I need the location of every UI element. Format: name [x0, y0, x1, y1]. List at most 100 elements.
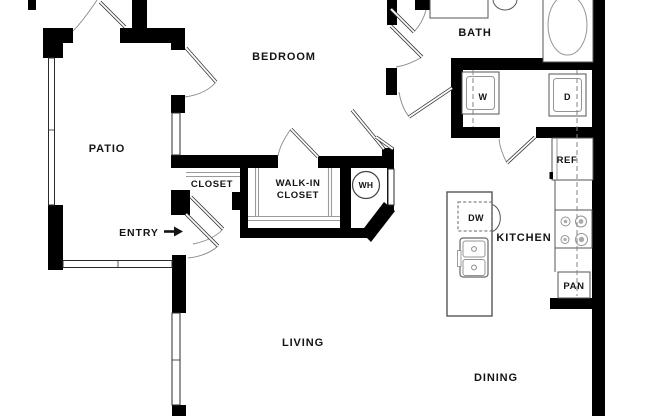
dining-label: DINING — [474, 372, 518, 384]
wall-walkin-w — [240, 157, 248, 238]
patio-label: PATIO — [89, 143, 125, 155]
bath-door-arc — [395, 56, 423, 68]
sink-bowl-bottom — [462, 259, 486, 276]
refrigerator-tick — [549, 172, 553, 179]
patio-gate-leaf — [98, 0, 127, 29]
closet-door-leaf — [189, 195, 225, 231]
walls — [28, 0, 605, 416]
wall-living-w-lower — [172, 405, 186, 416]
patio-west-window — [48, 57, 55, 206]
stove-burner — [575, 233, 588, 246]
stove-burner-dot — [563, 219, 568, 224]
island-counter-bump — [491, 203, 501, 233]
dishwasher-label: DW — [468, 213, 484, 223]
stove-burner — [560, 216, 571, 227]
laundry-door-leaf — [505, 135, 537, 165]
kitchen-label: KITCHEN — [496, 232, 551, 244]
wall-closet-sw — [171, 190, 190, 215]
pantry-label: PAN — [563, 281, 584, 292]
bath-vanity — [429, 0, 489, 19]
walkin-label-line1: WALK-IN — [276, 178, 321, 189]
bedroom-patio-window — [171, 112, 181, 156]
wall-bedroom-n-stub — [132, 0, 147, 28]
bathtub-basin — [547, 0, 588, 56]
wall-closet-n — [171, 155, 278, 168]
wall-laundry-w — [451, 58, 463, 137]
pantry-box — [557, 271, 591, 299]
closet-label: CLOSET — [191, 179, 233, 190]
wall-bath-w-upper — [387, 0, 397, 25]
wall-wh-chamfer — [361, 202, 395, 242]
wall-patio-e-tick — [171, 95, 185, 113]
walkin-label-line2: CLOSET — [277, 190, 319, 201]
washer-label: W — [479, 92, 488, 102]
wall-patio-ne — [171, 43, 185, 50]
laundry-fixtures — [461, 71, 587, 117]
sink-bowl-top — [462, 240, 486, 258]
stove-burner-dot — [578, 219, 584, 224]
wall-patio-nw-corner — [43, 28, 73, 58]
windows — [48, 57, 395, 406]
washer — [461, 71, 500, 115]
patio-south-window — [62, 260, 173, 268]
bath-fixtures — [429, 0, 594, 63]
wall-living-w-upper — [172, 255, 186, 313]
walkin-door-arc — [277, 128, 292, 157]
kitchen-fixtures — [446, 137, 594, 317]
stove-burner-dot — [563, 237, 567, 242]
refrigerator-box — [551, 137, 594, 181]
water-heater-circle — [351, 170, 381, 200]
dryer — [548, 73, 587, 117]
entry-door-arc — [187, 245, 219, 259]
dryer-label: D — [564, 92, 571, 102]
living-west-window — [171, 312, 181, 406]
entry-label: ENTRY — [119, 227, 159, 239]
door-arcs — [72, 0, 508, 259]
wall-bath-w-lower — [386, 68, 397, 95]
wh-east-window — [387, 168, 395, 206]
hall-upper-door-leaf — [389, 7, 416, 34]
wall-walkin-s — [240, 228, 373, 238]
room-labels: PATIO BEDROOM BATH CLOSET WALK-IN CLOSET… — [89, 27, 551, 384]
dryer-drum — [553, 78, 582, 112]
wall-laundry-s-right — [536, 127, 593, 138]
patio-gate-arc — [72, 0, 98, 32]
sink-faucet — [457, 250, 462, 267]
wall-east — [592, 0, 605, 416]
wall-walkin-n — [318, 156, 393, 168]
wall-laundry-s-left — [451, 127, 500, 138]
washer-drum — [466, 76, 495, 110]
cabinet-dashed-lines — [472, 70, 578, 296]
bath-door-leaf — [389, 24, 424, 59]
hall-kitchen-door-arc — [398, 91, 410, 118]
fixture-labels: WH W D REF DW PAN — [359, 92, 584, 292]
wall-patio-sw — [48, 205, 63, 270]
door-leaves — [98, 0, 537, 248]
bath-label: BATH — [458, 27, 491, 39]
living-label: LIVING — [282, 337, 324, 349]
stove-burner-dot — [578, 236, 585, 243]
wall-hall-n-stub — [415, 0, 430, 10]
laundry-door-arc — [498, 138, 508, 164]
hall-upper-door-arc — [413, 9, 427, 33]
wall-walkin-wh-divider — [340, 160, 351, 230]
water-heater-label: WH — [359, 180, 374, 190]
hall-angled-partition — [375, 135, 394, 151]
sink-drain — [471, 264, 477, 271]
sink-drain — [471, 246, 477, 252]
wall-patio-nw-stub — [28, 0, 36, 10]
wall-kitchen-s-stub — [550, 298, 605, 309]
dishwasher-outline — [457, 201, 493, 232]
bedroom-hall-door-leaf — [350, 108, 386, 151]
wall-patio-n — [120, 28, 185, 43]
patio-bedroom-door-arc — [184, 81, 217, 98]
toilet — [492, 0, 518, 11]
refrigerator-label: REF — [557, 155, 578, 166]
entry-door-leaf — [184, 212, 220, 248]
hall-kitchen-door-leaf — [408, 86, 453, 119]
stove — [554, 209, 593, 249]
stove-burner — [560, 235, 570, 244]
entry-arrow-icon — [164, 226, 183, 237]
stove-burner — [575, 215, 587, 228]
